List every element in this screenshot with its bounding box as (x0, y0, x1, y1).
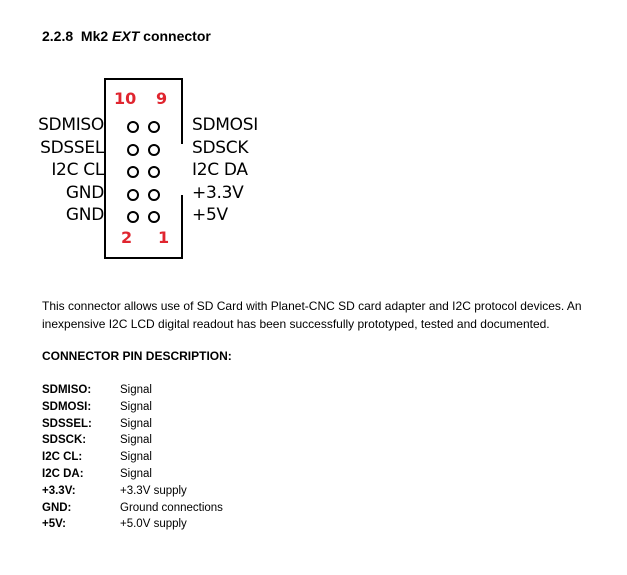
pin-hole-icon (127, 121, 139, 133)
pin-number-2: 2 (121, 228, 133, 247)
section-title: 2.2.8 Mk2 EXT connector (42, 28, 211, 44)
pin-description: Signal (120, 434, 152, 447)
pin-hole-icon (148, 211, 160, 223)
pin-name: I2C CL: (42, 451, 83, 464)
pin-name: SDSSEL: (42, 417, 92, 430)
connector-right-edge-bottom (181, 195, 183, 259)
pin-table-row: I2C DA: Signal (42, 467, 442, 483)
pin-hole-icon (127, 188, 139, 201)
pin-table-row: I2C CL: Signal (42, 450, 442, 466)
pin-number-10: 10 (114, 89, 137, 108)
pin-name: SDMOSI: (42, 400, 92, 413)
pin-description: Signal (120, 451, 152, 464)
pin-name: +5V: (42, 518, 66, 531)
left-pin-label: I2C CL (51, 160, 104, 180)
pin-hole-icon (148, 166, 160, 178)
pin-description: Signal (120, 400, 152, 413)
pin-table-row: SDSSEL: Signal (42, 417, 442, 433)
title-prefix: Mk2 (80, 28, 109, 44)
pin-description: Signal (120, 384, 152, 396)
left-pin-label: SDSSEL (40, 137, 104, 158)
description-paragraph: This connector allows use of SD Card wit… (42, 299, 582, 331)
right-pin-label: SDMOSI (192, 115, 258, 135)
section-number: 2.2.8 (42, 28, 74, 44)
pin-table-heading: CONNECTOR PIN DESCRIPTION: (42, 349, 232, 363)
pin-number-9: 9 (156, 89, 168, 108)
title-italic: EXT (112, 28, 140, 44)
pin-description: +3.3V supply (120, 484, 187, 497)
pin-table-row: GND: Ground connections (42, 501, 442, 517)
pin-hole-icon (148, 188, 160, 201)
pin-table-row: SDMOSI: Signal (42, 400, 442, 416)
pin-description: Ground connections (120, 501, 223, 514)
pin-table-row: +3.3V: +3.3V supply (42, 484, 442, 500)
right-pin-label: +3.3V (192, 182, 244, 203)
right-pin-label: I2C DA (192, 160, 248, 180)
pin-name: GND: (42, 501, 72, 514)
right-pin-label: SDSCK (192, 137, 249, 158)
left-pin-label: GND (65, 182, 104, 203)
pin-description: Signal (120, 417, 152, 430)
pin-description: +5.0V supply (120, 518, 187, 531)
pin-name: SDMISO: (42, 384, 92, 396)
pin-name: SDSCK: (42, 434, 87, 447)
pin-name: +3.3V: (42, 484, 76, 497)
right-pin-label: +5V (192, 205, 228, 225)
pin-hole-icon (127, 166, 139, 178)
connector-right-edge-top (181, 78, 183, 144)
connector-outline (104, 78, 183, 259)
pin-description: Signal (120, 468, 152, 480)
left-pin-label: SDMISO (38, 115, 104, 135)
pin-hole-icon (148, 121, 160, 133)
pin-name: I2C DA: (42, 468, 84, 480)
pin-table-row: +5V: +5.0V supply (42, 517, 442, 533)
pin-number-1: 1 (158, 228, 170, 247)
pin-hole-icon (148, 143, 160, 156)
left-pin-label: GND (65, 205, 104, 225)
pin-table-row: SDSCK: Signal (42, 433, 442, 449)
title-suffix: connector (143, 28, 211, 44)
pin-hole-icon (127, 143, 139, 156)
pin-table-row: SDMISO: Signal (42, 383, 442, 399)
pin-hole-icon (127, 211, 139, 223)
